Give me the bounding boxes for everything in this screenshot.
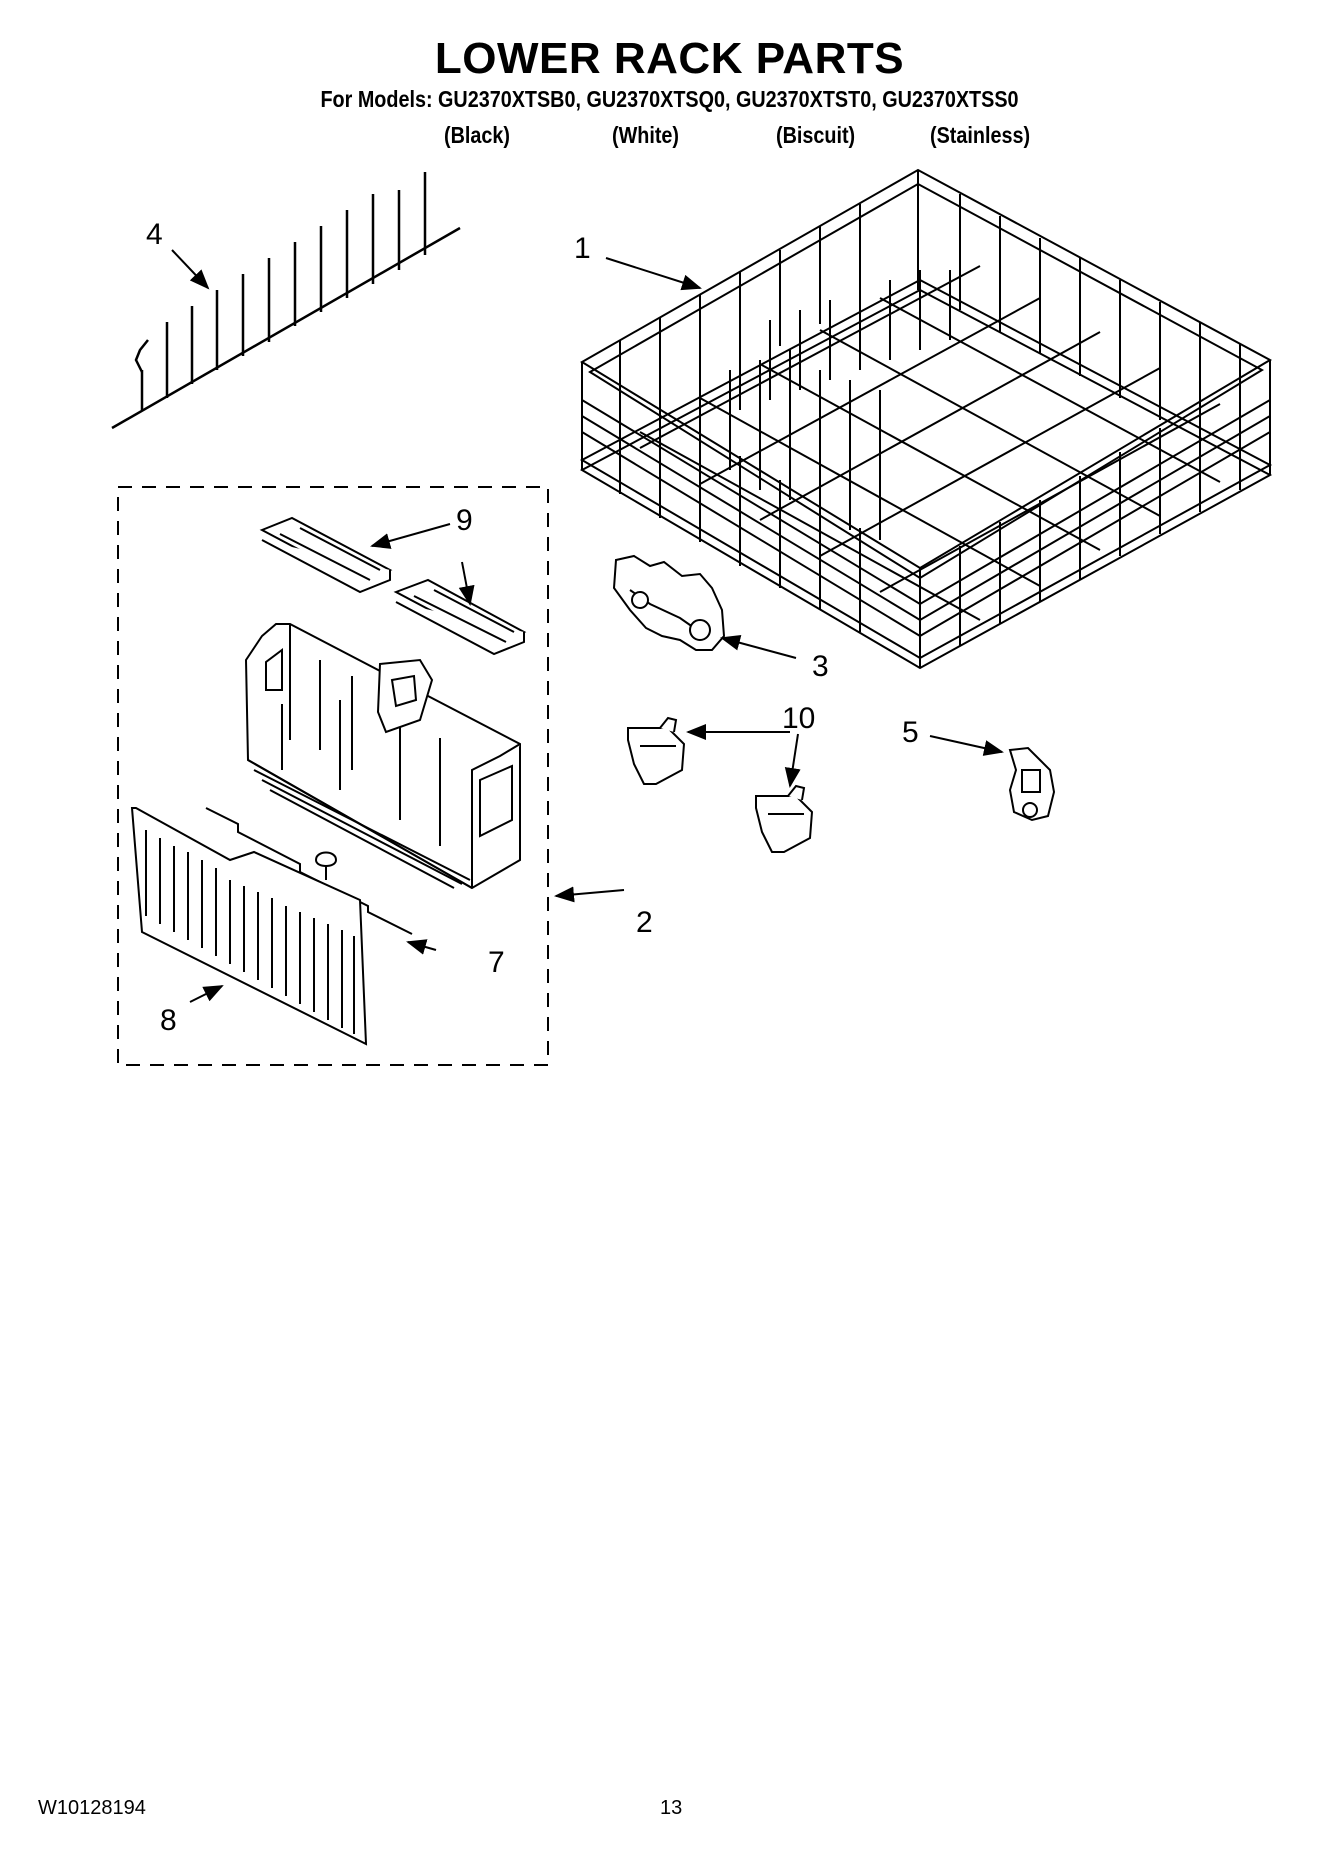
callout-1: 1 — [574, 232, 591, 265]
leader-7 — [406, 939, 437, 955]
latch-part — [1008, 746, 1056, 822]
grate-panel-part — [130, 807, 368, 1046]
leader-9b — [458, 561, 475, 606]
clip-part-a — [627, 716, 686, 785]
leader-10b — [784, 733, 801, 788]
callout-5: 5 — [902, 716, 919, 749]
document-number: W10128194 — [38, 1797, 146, 1819]
callout-7: 7 — [488, 946, 505, 979]
leader-3 — [720, 634, 797, 659]
lid-part-a — [259, 516, 393, 594]
callout-10: 10 — [782, 702, 815, 735]
callout-2: 2 — [636, 906, 653, 939]
models-line: For Models: GU2370XTSB0, GU2370XTSQ0, GU… — [320, 86, 1019, 112]
variant-biscuit: (Biscuit) — [776, 122, 856, 148]
variant-white: (White) — [612, 122, 680, 148]
callout-9: 9 — [456, 504, 473, 537]
variant-black: (Black) — [444, 122, 510, 148]
lid-part-b — [393, 578, 527, 656]
variant-stainless: (Stainless) — [930, 122, 1031, 148]
callout-8: 8 — [160, 1004, 177, 1037]
callout-3: 3 — [812, 650, 829, 683]
callout-4: 4 — [146, 218, 163, 251]
leader-1 — [605, 257, 702, 291]
cutlery-basket — [244, 623, 521, 890]
page-number: 13 — [660, 1797, 683, 1819]
leader-4 — [171, 249, 210, 290]
leader-9a — [370, 523, 451, 549]
leader-5 — [929, 735, 1004, 756]
lower-rack-basket — [579, 168, 1273, 670]
tine-row-part — [111, 172, 461, 430]
leader-8 — [189, 985, 224, 1003]
leader-2 — [554, 886, 625, 903]
rod-part — [205, 807, 413, 935]
wheel-assembly-part — [612, 554, 726, 651]
page-title: LOWER RACK PARTS — [434, 34, 905, 83]
clip-part-b — [755, 784, 814, 853]
